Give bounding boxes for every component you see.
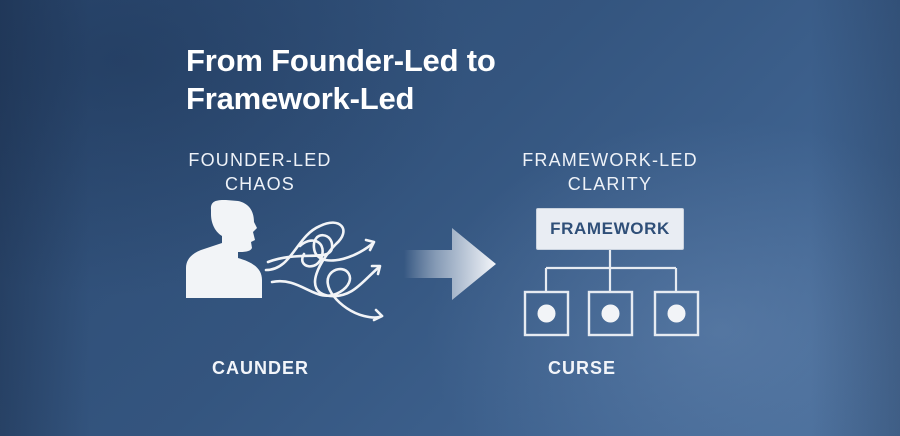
org-node-icon [587, 290, 634, 337]
tangled-arrows-icon [264, 221, 384, 322]
right-arrow-icon [404, 228, 496, 300]
page-title: From Founder-Led to Framework-Led [186, 42, 606, 118]
founder-led-label-line-2: CHAOS [224, 174, 295, 194]
framework-led-label-line-1: FRAMEWORK-LED [522, 150, 698, 170]
framework-led-label-line-2: CLARITY [567, 174, 653, 194]
caunder-label: CAUNDER [212, 358, 309, 378]
title-line-2: Framework-Led [186, 81, 415, 116]
founder-led-label-line-1: FOUNDER-LED [188, 150, 332, 170]
curse-label: CURSE [548, 358, 617, 378]
title-line-1: From Founder-Led to [186, 43, 496, 78]
founder-led-label: FOUNDER-LED CHAOS [180, 148, 340, 196]
framework-box: FRAMEWORK [536, 208, 684, 250]
person-silhouette-icon [186, 200, 262, 298]
right-vignette [810, 0, 900, 436]
org-node-icon [523, 290, 570, 337]
framework-led-label: FRAMEWORK-LED CLARITY [500, 148, 720, 196]
org-connector-lines [544, 250, 678, 292]
org-node-icon [653, 290, 700, 337]
left-vignette [0, 0, 90, 436]
